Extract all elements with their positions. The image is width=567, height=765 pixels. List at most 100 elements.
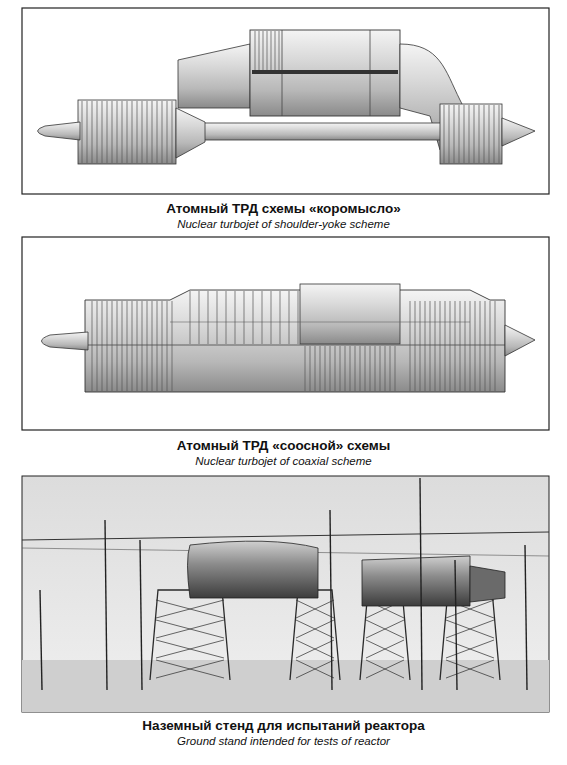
fin-line <box>390 346 391 391</box>
photo-frame <box>22 476 549 712</box>
fin-line <box>262 291 263 344</box>
fin-line <box>298 291 299 344</box>
caption-russian: Наземный стенд для испытаний реактора <box>0 718 567 733</box>
fin-line <box>395 346 396 391</box>
fin-line <box>484 105 485 163</box>
fin-line <box>315 346 316 391</box>
fin-line <box>425 301 426 391</box>
fin-line <box>172 301 173 391</box>
reactor-band <box>252 70 398 74</box>
fin-line <box>305 346 306 391</box>
fin-line <box>157 101 158 163</box>
drawing-stroke <box>176 108 205 158</box>
brace <box>446 660 494 678</box>
pole <box>420 478 422 690</box>
trestle-leg <box>150 590 230 680</box>
fin-line <box>97 301 98 391</box>
fin-line <box>485 301 486 391</box>
fin-line <box>499 105 500 163</box>
brace <box>296 600 334 618</box>
fin-line <box>470 301 471 391</box>
fin-line <box>102 101 103 163</box>
fin-line <box>147 301 148 391</box>
fin-line <box>325 346 326 391</box>
brace <box>156 640 224 658</box>
trestle-leg <box>290 590 340 680</box>
reactor-block <box>250 30 400 116</box>
fin-line <box>167 301 168 391</box>
brace <box>296 640 334 658</box>
panel-frame <box>22 8 549 194</box>
fin-line <box>142 101 143 163</box>
fin-line <box>117 101 118 163</box>
panel-frame <box>22 237 549 430</box>
fin-line <box>253 291 254 344</box>
fin-line <box>460 301 461 391</box>
brace <box>156 620 224 638</box>
fin-line <box>167 101 168 163</box>
fin-line <box>320 346 321 391</box>
fin-line <box>142 301 143 391</box>
fin-line <box>440 301 441 391</box>
wire <box>22 532 549 540</box>
exhaust-cone <box>505 325 535 356</box>
fin-line <box>380 346 381 391</box>
reactor-core <box>300 284 400 344</box>
fin-line <box>375 346 376 391</box>
pole <box>525 545 527 690</box>
fin-line <box>132 301 133 391</box>
fin-line <box>82 101 83 163</box>
fin-line <box>102 301 103 391</box>
fins <box>92 291 495 391</box>
fin-line <box>455 301 456 391</box>
nose-spinner <box>38 122 81 140</box>
fin-line <box>127 101 128 163</box>
fin-line <box>92 101 93 163</box>
fins <box>82 31 499 163</box>
fin-line <box>112 101 113 163</box>
yoke-engine-panel <box>22 8 549 194</box>
compressor <box>78 100 176 164</box>
fin-line <box>137 301 138 391</box>
fin-line <box>217 291 218 344</box>
fin-line <box>469 105 470 163</box>
fin-line <box>345 346 346 391</box>
fin-line <box>490 301 491 391</box>
fin-line <box>226 291 227 344</box>
test-section <box>362 556 470 606</box>
fin-line <box>271 291 272 344</box>
fin-line <box>340 346 341 391</box>
fin-line <box>444 105 445 163</box>
engine-body <box>85 290 505 392</box>
fin-line <box>489 105 490 163</box>
exhaust-cone <box>502 118 535 146</box>
coaxial-engine-panel <box>22 237 549 430</box>
pole <box>140 540 142 690</box>
pole <box>105 520 107 690</box>
fin-line <box>495 301 496 391</box>
fin-line <box>152 101 153 163</box>
fin-line <box>450 301 451 391</box>
fin-line <box>107 101 108 163</box>
turbine <box>440 104 502 164</box>
fin-line <box>92 301 93 391</box>
fin-line <box>355 346 356 391</box>
fin-line <box>244 291 245 344</box>
fin-line <box>420 301 421 391</box>
fin-line <box>475 301 476 391</box>
fin-line <box>275 31 276 70</box>
brace <box>366 640 404 658</box>
fin-line <box>255 31 256 70</box>
fin-line <box>235 291 236 344</box>
fin-line <box>122 301 123 391</box>
fin-line <box>465 301 466 391</box>
fin-line <box>459 105 460 163</box>
fin-line <box>263 31 264 70</box>
brace <box>366 660 404 678</box>
caption-english: Nuclear turbojet of shoulder-yoke scheme <box>0 218 567 230</box>
brace <box>156 600 224 618</box>
fin-line <box>365 346 366 391</box>
brace <box>446 640 494 658</box>
fin-line <box>137 101 138 163</box>
